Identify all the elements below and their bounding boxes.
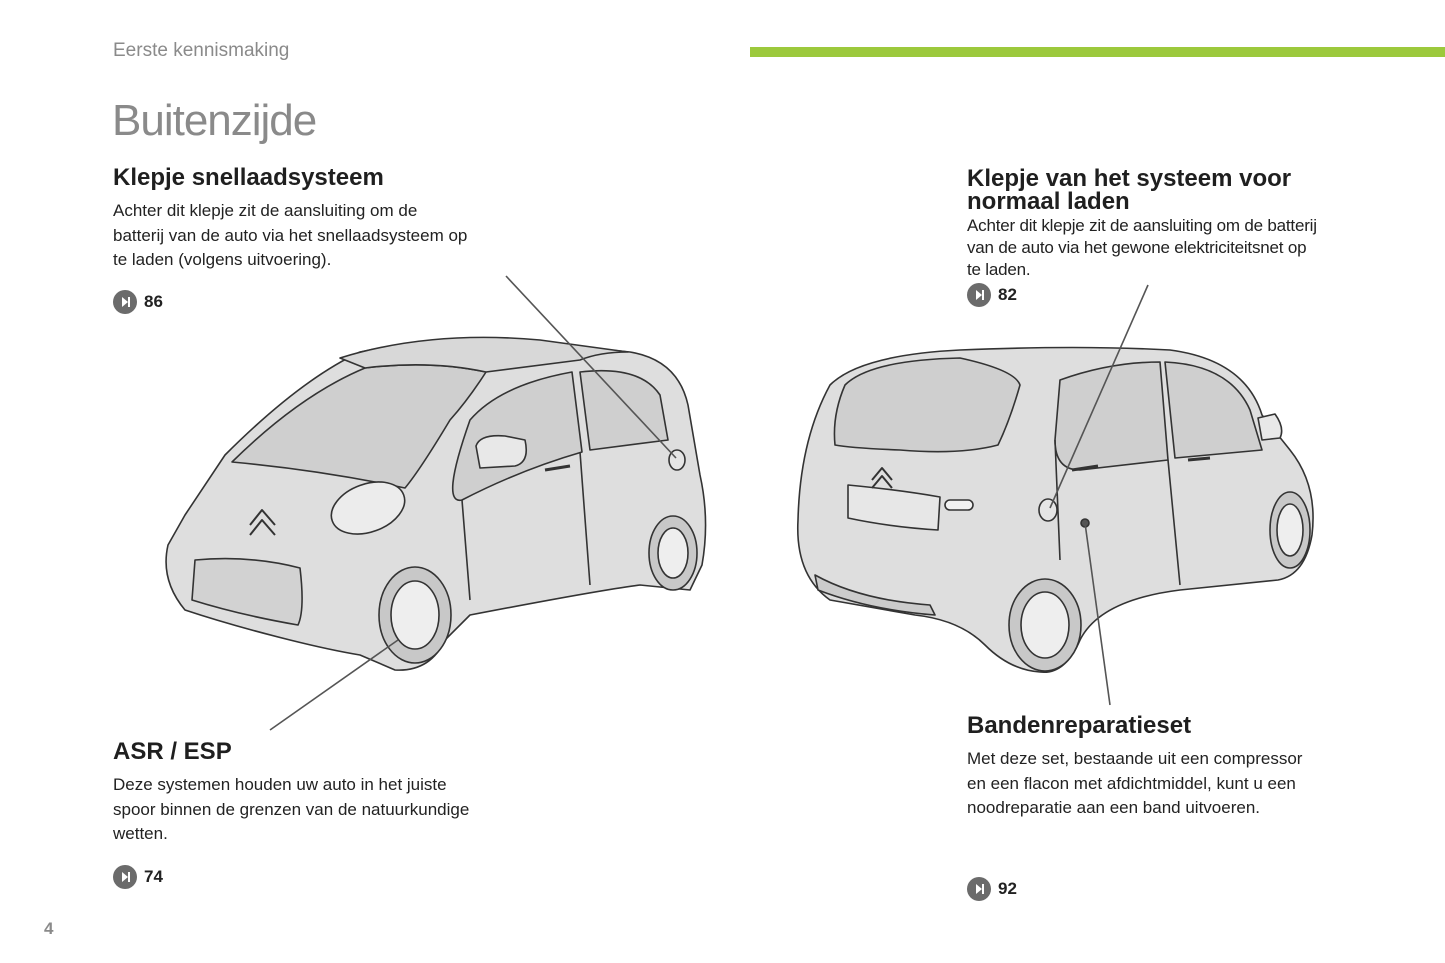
- text-line: en een flacon met afdichtmiddel, kunt u …: [967, 773, 1296, 793]
- heading-line: normaal laden: [967, 188, 1130, 215]
- normal-charge-text: Achter dit klepje zit de aansluiting om …: [967, 215, 1387, 281]
- text-line: te laden (volgens uitvoering).: [113, 250, 332, 269]
- text-line: wetten.: [113, 824, 168, 843]
- tyre-repair-text: Met deze set, bestaande uit een compress…: [967, 747, 1387, 821]
- asr-esp-block: ASR / ESP Deze systemen houden uw auto i…: [113, 740, 533, 847]
- chevron-right-circle-icon: [967, 283, 991, 307]
- chevron-right-circle-icon: [113, 865, 137, 889]
- text-line: te laden.: [967, 260, 1031, 279]
- rear-car-illustration: [796, 346, 1314, 673]
- page-ref-number: 82: [998, 285, 1017, 304]
- header-accent-bar: [750, 47, 1445, 57]
- page-number: 4: [44, 919, 54, 938]
- fast-charge-heading: Klepje snellaadsysteem: [113, 164, 384, 191]
- heading-line: Klepje van het systeem voor: [967, 165, 1292, 192]
- callout-lines: [269, 275, 1149, 731]
- text-line: van de auto via het gewone elektriciteit…: [967, 238, 1307, 257]
- section-label: Eerste kennismaking: [113, 40, 290, 61]
- normal-charge-heading: Klepje van het systeem voor normaal lade…: [967, 165, 1387, 215]
- asr-esp-page-ref[interactable]: 74: [113, 865, 163, 889]
- tyre-repair-block: Bandenreparatieset Met deze set, bestaan…: [967, 714, 1387, 821]
- page-title: Buitenzijde: [112, 96, 317, 145]
- chevron-right-circle-icon: [113, 290, 137, 314]
- fast-charge-text: Achter dit klepje zit de aansluiting om …: [113, 199, 533, 273]
- fast-charge-page-ref[interactable]: 86: [113, 290, 163, 314]
- text-line: batterij van de auto via het snellaadsys…: [113, 225, 468, 245]
- page-ref-number: 74: [144, 867, 163, 886]
- asr-esp-heading: ASR / ESP: [113, 738, 232, 765]
- fast-charge-block: Klepje snellaadsysteem Achter dit klepje…: [113, 166, 533, 273]
- front-car-illustration: [165, 336, 707, 671]
- page-ref-number: 86: [144, 292, 163, 311]
- asr-esp-text: Deze systemen houden uw auto in het juis…: [113, 773, 533, 847]
- normal-charge-page-ref[interactable]: 82: [967, 283, 1017, 307]
- text-line: Achter dit klepje zit de aansluiting om …: [113, 201, 418, 220]
- normal-charge-block: Klepje van het systeem voor normaal lade…: [967, 167, 1387, 281]
- text-line: noodreparatie aan een band uitvoeren.: [967, 798, 1261, 817]
- text-line: spoor binnen de grenzen van de natuurkun…: [113, 799, 470, 819]
- page-ref-number: 92: [998, 879, 1017, 898]
- tyre-repair-heading: Bandenreparatieset: [967, 712, 1192, 739]
- text-line: Met deze set, bestaande uit een compress…: [967, 749, 1303, 768]
- chevron-right-circle-icon: [967, 877, 991, 901]
- text-line: Deze systemen houden uw auto in het juis…: [113, 775, 447, 794]
- text-line: Achter dit klepje zit de aansluiting om …: [967, 216, 1317, 235]
- tyre-repair-page-ref[interactable]: 92: [967, 877, 1017, 901]
